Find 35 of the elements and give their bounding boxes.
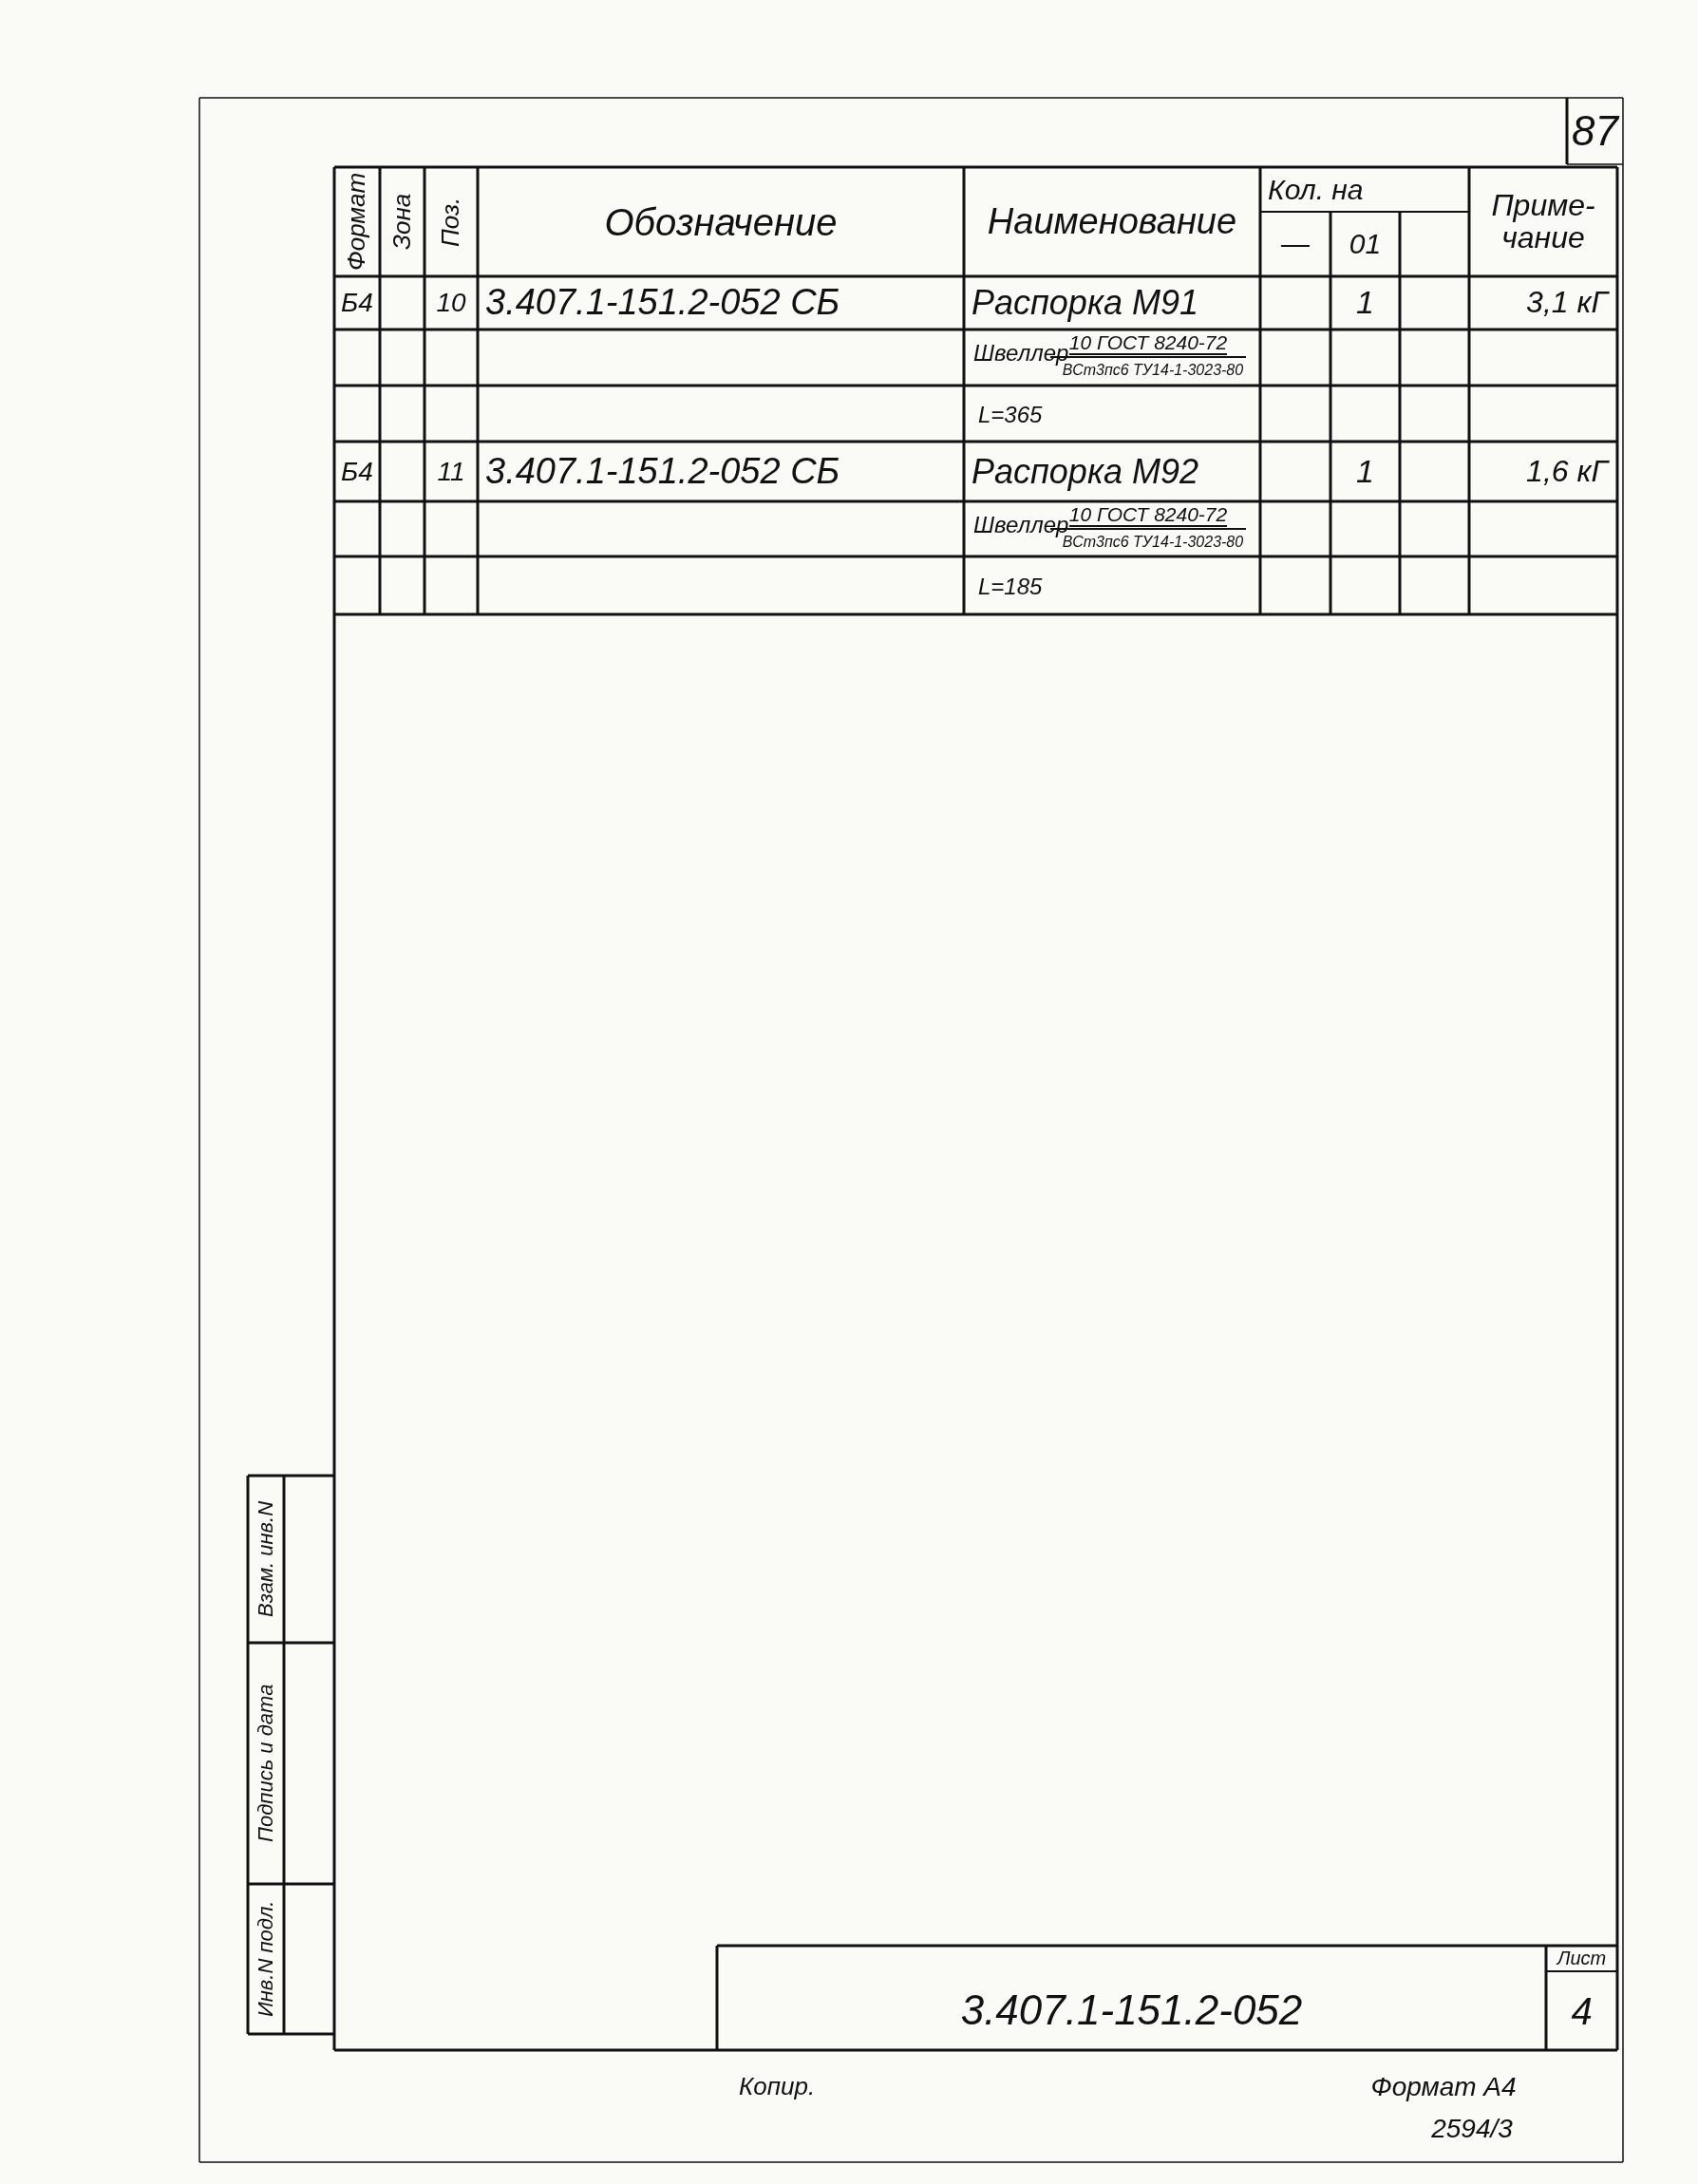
- material-spec: 10 ГОСТ 8240-72: [1068, 503, 1228, 527]
- column-header: Поз.: [438, 197, 464, 247]
- sheet-number: 4: [1571, 1990, 1593, 2031]
- position-number: 11: [437, 457, 465, 486]
- note-text: 3,1 кГ: [1526, 287, 1608, 319]
- note-text: 1,6 кГ: [1526, 455, 1608, 488]
- item-name: Распорка М91: [972, 285, 1198, 321]
- column-header: Зона: [388, 193, 416, 251]
- quantity-value: 1: [1356, 286, 1374, 320]
- column-header: Наименование: [987, 202, 1237, 241]
- column-header: Формат: [344, 172, 370, 272]
- designation-text: 3.407.1-151.2-052 СБ: [485, 284, 840, 322]
- stamp-label: Подпись и дата: [255, 1684, 277, 1843]
- column-header: Приме- чание: [1490, 189, 1596, 254]
- stamp-label: Инв.N подл.: [255, 1900, 277, 2018]
- quantity-value: 1: [1356, 454, 1374, 489]
- column-header: —: [1281, 229, 1310, 259]
- length-text: L=185: [978, 574, 1043, 599]
- format-text: Б4: [341, 457, 373, 486]
- material-spec: 10 ГОСТ 8240-72: [1068, 331, 1228, 355]
- page-number: 87: [1572, 108, 1618, 154]
- designation-text: 3.407.1-151.2-052 СБ: [485, 452, 840, 491]
- column-header: 01: [1349, 229, 1382, 259]
- column-header: Кол. на: [1268, 174, 1364, 205]
- stamp-label: Лист: [1556, 1949, 1607, 1968]
- length-text: L=365: [978, 403, 1043, 427]
- format-note: Формат А4: [1370, 2073, 1517, 2101]
- position-number: 10: [436, 289, 466, 317]
- item-name: Распорка М92: [972, 453, 1198, 490]
- column-header: Обозначение: [604, 201, 838, 242]
- copy-note: Копир.: [739, 2074, 816, 2100]
- archive-number: 2594/3: [1431, 2115, 1513, 2143]
- format-text: Б4: [341, 289, 373, 317]
- stamp-label: Взам. инв.N: [255, 1501, 277, 1617]
- document-code: 3.407.1-151.2-052: [960, 1988, 1303, 2033]
